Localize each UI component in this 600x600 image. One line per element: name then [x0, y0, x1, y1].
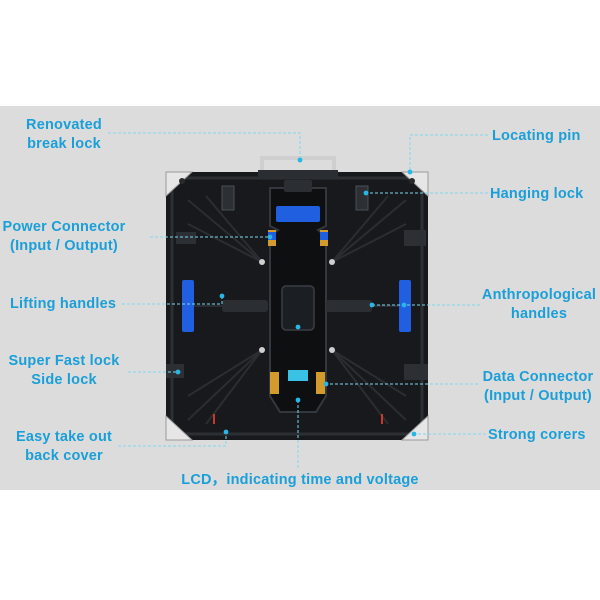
side-lock-right-bottom — [404, 364, 428, 380]
corner-brackets — [165, 171, 429, 441]
back-cover-ribs — [187, 195, 407, 425]
label-hanging-lock: Hanging lock — [490, 185, 583, 204]
screws — [259, 259, 335, 353]
label-data-connector: Data Connector (Input / Output) — [476, 368, 600, 406]
locating-pin-right — [409, 178, 415, 184]
label-line: (Input / Output) — [484, 388, 592, 404]
label-anthropological-handles: Anthropological handles — [478, 286, 600, 324]
left-side-handle — [182, 280, 194, 332]
label-line: Locating pin — [492, 128, 581, 144]
label-line: LCD，indicating time and voltage — [181, 472, 419, 488]
blue-top-clip — [276, 206, 320, 222]
label-strong-corers: Strong corers — [488, 426, 586, 445]
side-lock-left-bottom — [166, 364, 184, 378]
label-line: Hanging lock — [490, 186, 584, 202]
label-line: Easy take out — [15, 429, 113, 445]
label-line: Strong corers — [488, 427, 586, 443]
leader-lines — [108, 132, 488, 468]
label-line: break lock — [27, 136, 101, 152]
data-connector-right — [316, 372, 325, 394]
label-locating-pin: Locating pin — [492, 127, 581, 146]
data-connector-left — [270, 372, 279, 394]
side-lock-left-top — [176, 232, 196, 244]
label-line: handles — [510, 306, 568, 322]
hanging-lock — [355, 185, 369, 211]
label-line: Data Connector — [482, 369, 594, 385]
label-power-connector: Power Connector (Input / Output) — [0, 218, 128, 256]
label-renovated-break-lock: Renovated break lock — [22, 116, 106, 154]
label-line: Power Connector — [2, 219, 126, 235]
locating-pin-left — [179, 178, 185, 184]
label-line: Side lock — [31, 372, 97, 388]
label-lifting-handles: Lifting handles — [10, 295, 116, 314]
leader-dots — [175, 157, 417, 437]
label-line: Super Fast lock — [8, 353, 120, 369]
break-lock — [221, 185, 235, 211]
lifting-bar-right — [326, 300, 372, 312]
side-lock-right-top — [404, 230, 426, 246]
top-handle-bar — [260, 156, 336, 176]
label-line: Anthropological — [481, 287, 597, 303]
bottom-clips — [213, 414, 383, 424]
label-lcd: LCD，indicating time and voltage — [150, 471, 450, 490]
lcd-screen — [288, 370, 308, 381]
label-super-fast-lock: Super Fast lock Side lock — [4, 352, 124, 390]
label-line: Lifting handles — [10, 296, 117, 312]
label-line: back cover — [25, 448, 103, 464]
lifting-bar-left — [222, 300, 268, 312]
label-easy-take-out: Easy take out back cover — [10, 428, 118, 466]
label-line: (Input / Output) — [10, 238, 118, 254]
label-line: Renovated — [26, 117, 102, 133]
